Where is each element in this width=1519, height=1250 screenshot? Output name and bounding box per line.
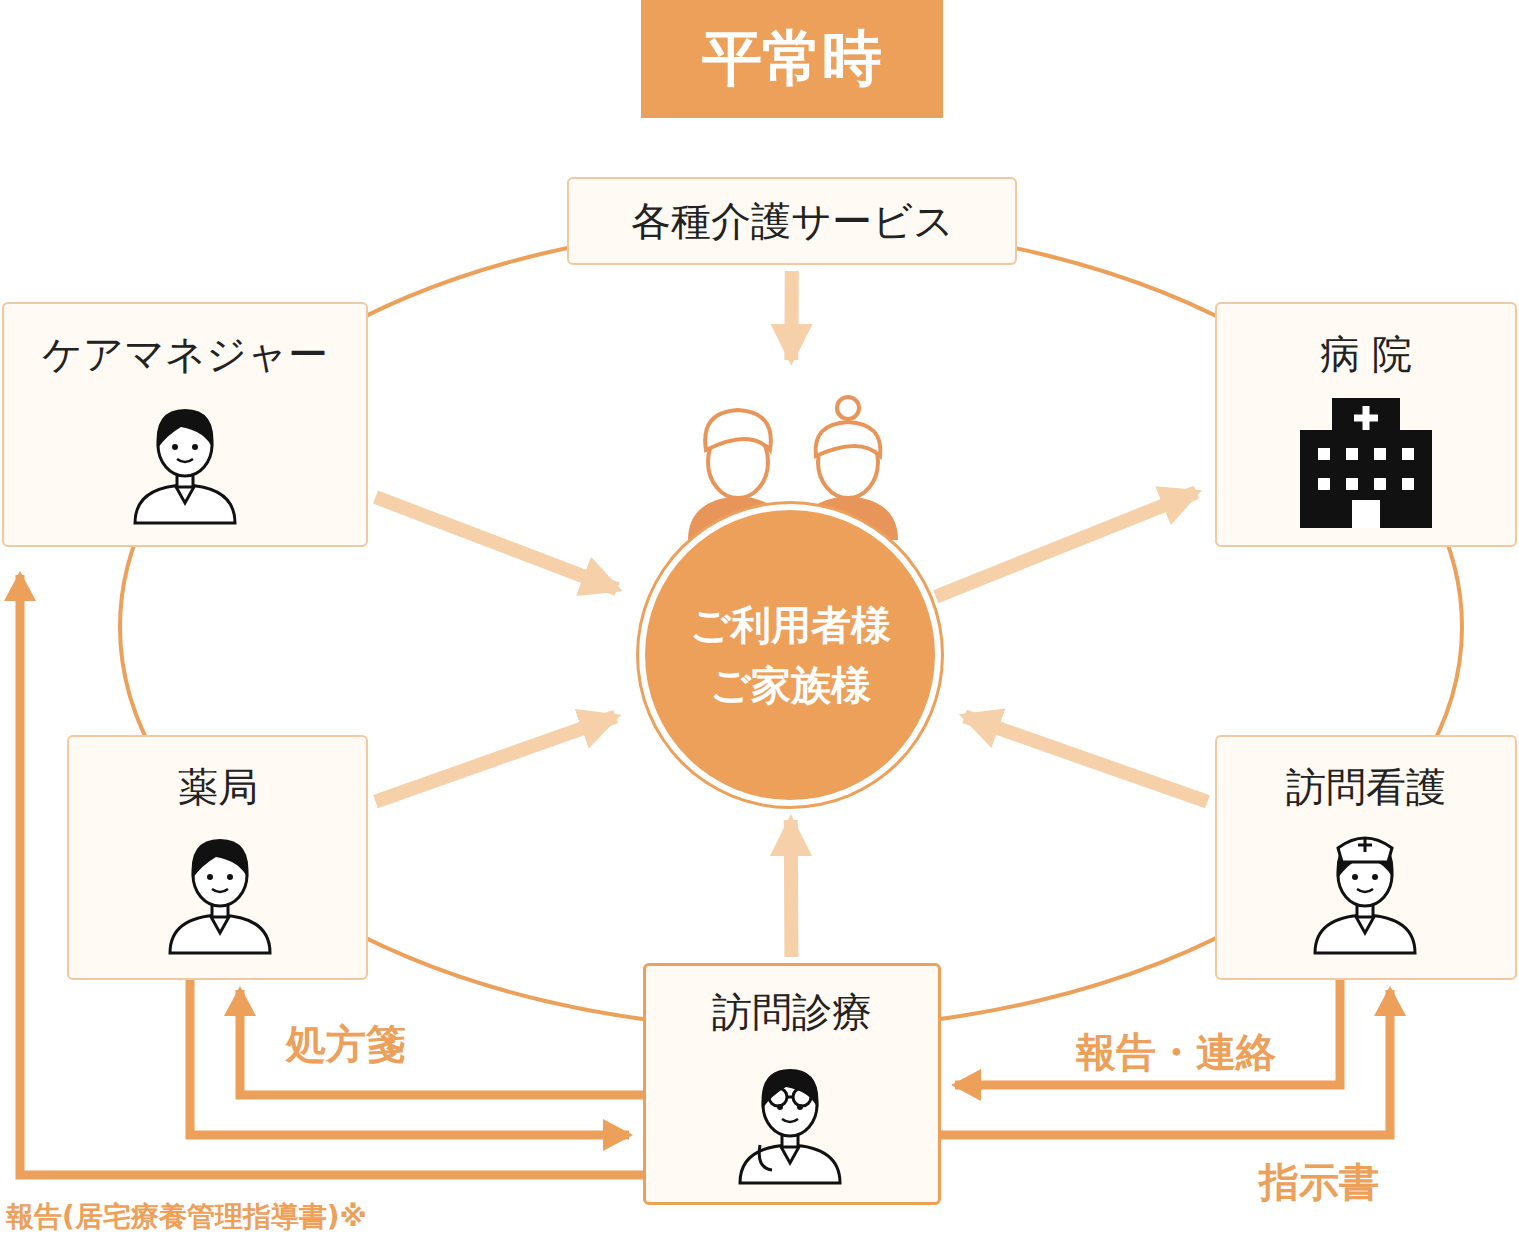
nurse-icon (1315, 839, 1415, 953)
doctor-glasses (769, 1088, 811, 1106)
node-text: 訪問診療 (646, 988, 938, 1036)
node-text: ケアマネジャー (4, 330, 366, 378)
doctor-icon (740, 1069, 840, 1183)
service-box: 訪問診療 (643, 963, 941, 1205)
title-banner: 平常時 (641, 0, 943, 118)
nurse-cap (1338, 838, 1392, 862)
connector-arrow (936, 492, 1197, 596)
service-box: 訪問看護 (1215, 735, 1517, 980)
box-fill (567, 177, 1017, 265)
connector-arrow (784, 820, 799, 957)
edge-label: 指示書 (1255, 1158, 1383, 1206)
edge-label: 報告(居宅療養管理指導書)※ (2, 1200, 371, 1234)
node-text: 各種介護サービス (631, 197, 954, 245)
box-fill (1215, 302, 1517, 547)
connector-arrow (240, 990, 643, 1095)
node-text: 訪問看護 (1217, 763, 1515, 811)
icons (135, 397, 1432, 1183)
connector-arrow (20, 575, 643, 1175)
connector-arrow (965, 716, 1208, 801)
node-text: ご利用者様 ご家族様 (670, 595, 910, 715)
hospital-icon (1300, 398, 1432, 528)
nurse-cross (1358, 838, 1372, 852)
box-fills (2, 177, 1517, 1205)
box-fill (2, 302, 368, 547)
edge-label: 報告・連絡 (1072, 1028, 1280, 1076)
node-text: 病 院 (1217, 330, 1515, 378)
connector-arrow (941, 990, 1390, 1135)
box-fill (1215, 735, 1517, 980)
pharmacist-icon (170, 839, 270, 953)
care-manager-icon (135, 409, 235, 523)
node-text: 薬局 (69, 763, 366, 811)
connector-arrow (784, 271, 798, 360)
user-circle: ご利用者様 ご家族様 (645, 510, 935, 800)
connector-arrow (375, 497, 617, 589)
service-box: ケアマネジャー (2, 302, 368, 547)
edge-label: 処方箋 (282, 1020, 410, 1068)
box-fill (67, 735, 368, 980)
connector-arrow (955, 980, 1340, 1085)
connector-arrow (376, 717, 616, 802)
stethoscope (759, 1145, 772, 1170)
connector-arrow (190, 980, 629, 1135)
service-box: 病 院 (1215, 302, 1517, 547)
service-box: 各種介護サービス (567, 177, 1017, 265)
box-fill (643, 963, 941, 1205)
service-box: 薬局 (67, 735, 368, 980)
